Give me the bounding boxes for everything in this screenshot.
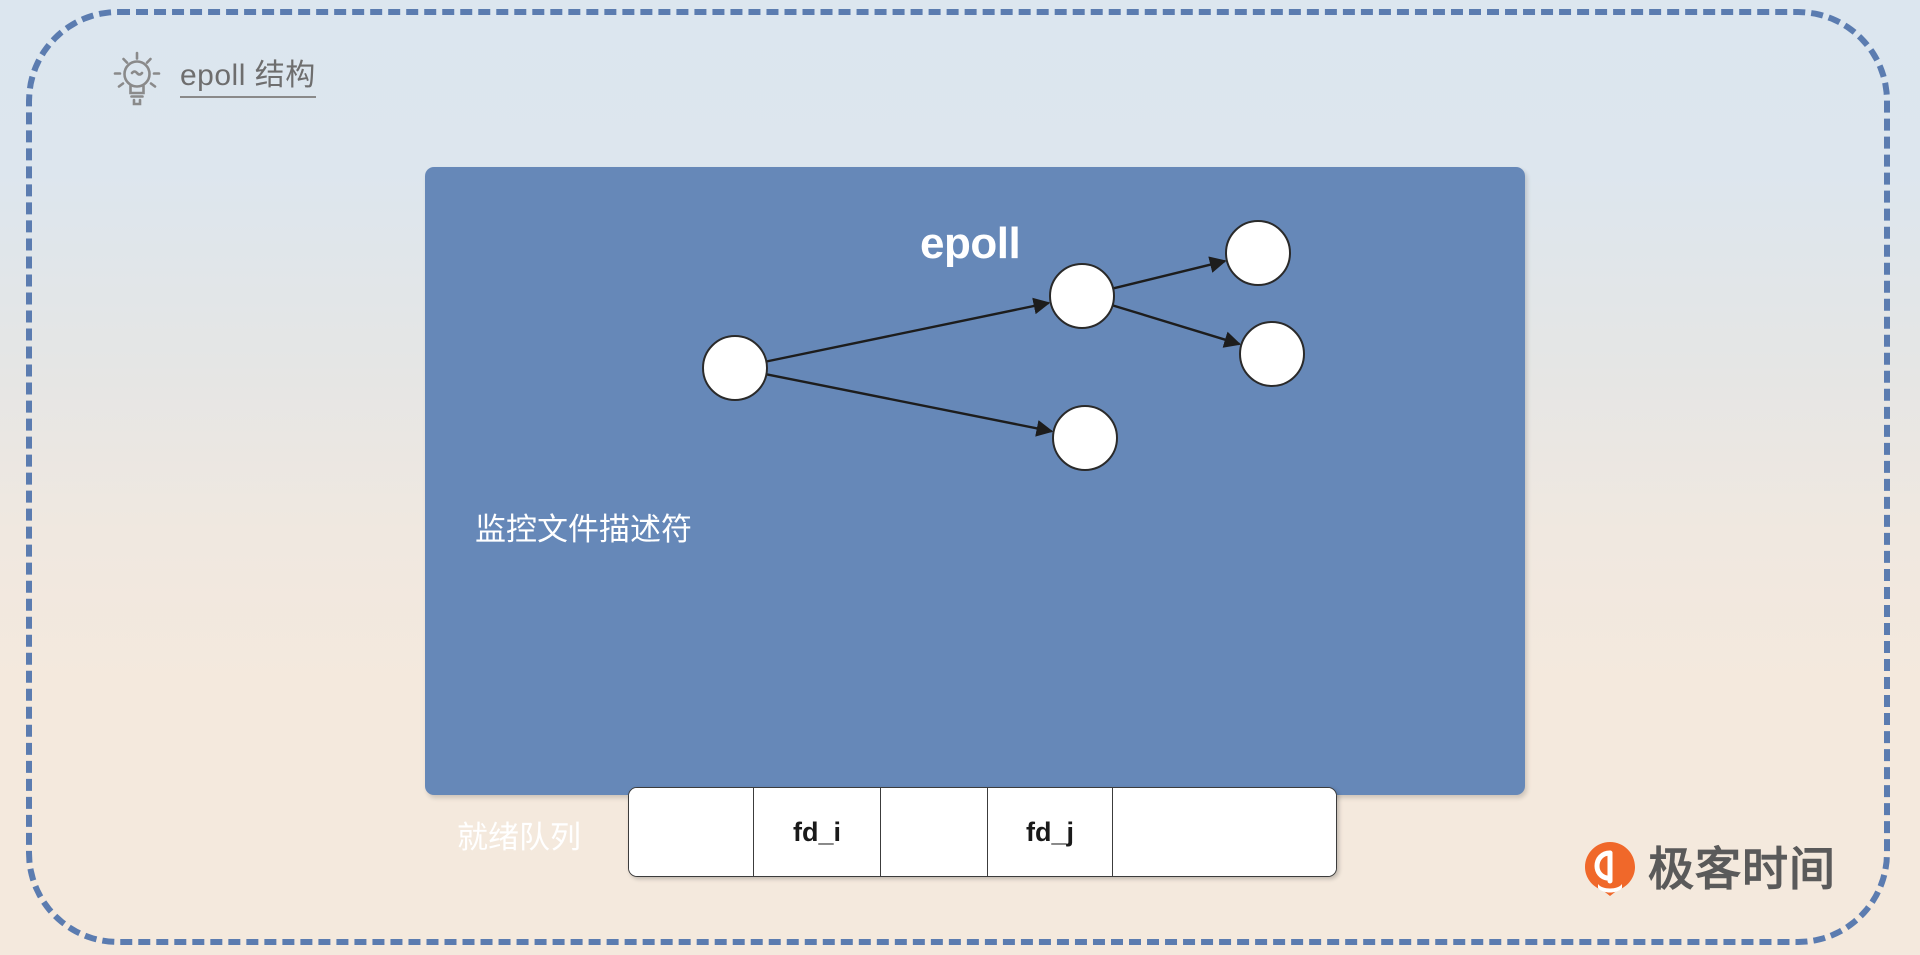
fd-tree-diagram bbox=[702, 220, 1305, 471]
tree-node bbox=[1049, 263, 1115, 329]
ready-queue: fd_i fd_j bbox=[628, 787, 1337, 877]
ready-queue-cell: fd_j bbox=[988, 788, 1113, 876]
tree-node bbox=[1225, 220, 1291, 286]
header: epoll 结构 bbox=[108, 48, 316, 110]
lightbulb-icon bbox=[108, 48, 166, 110]
tree-node bbox=[702, 335, 768, 401]
tree-node bbox=[1239, 321, 1305, 387]
monitored-fd-label: 监控文件描述符 bbox=[475, 512, 692, 547]
tree-edge-group bbox=[766, 256, 1242, 437]
geektime-logo-icon bbox=[1584, 841, 1636, 897]
epoll-panel: epoll 监控文件描述符 就绪队列 fd_i fd_j bbox=[425, 167, 1525, 877]
brand-logo: 极客时间 bbox=[1584, 841, 1836, 897]
panel-title: epoll bbox=[920, 219, 1021, 268]
page-title: epoll 结构 bbox=[180, 60, 316, 99]
tree-node-group bbox=[702, 220, 1305, 471]
tree-edge bbox=[1112, 304, 1242, 348]
ready-queue-label: 就绪队列 bbox=[457, 820, 581, 855]
tree-node bbox=[1052, 405, 1118, 471]
ready-queue-cell bbox=[1113, 788, 1336, 876]
tree-edge bbox=[766, 297, 1051, 363]
brand-name: 极客时间 bbox=[1648, 843, 1836, 895]
ready-queue-cell: fd_i bbox=[754, 788, 881, 876]
ready-queue-cell bbox=[629, 788, 754, 876]
tree-edge bbox=[1112, 256, 1227, 290]
tree-edge bbox=[766, 373, 1054, 437]
ready-queue-cell bbox=[881, 788, 988, 876]
